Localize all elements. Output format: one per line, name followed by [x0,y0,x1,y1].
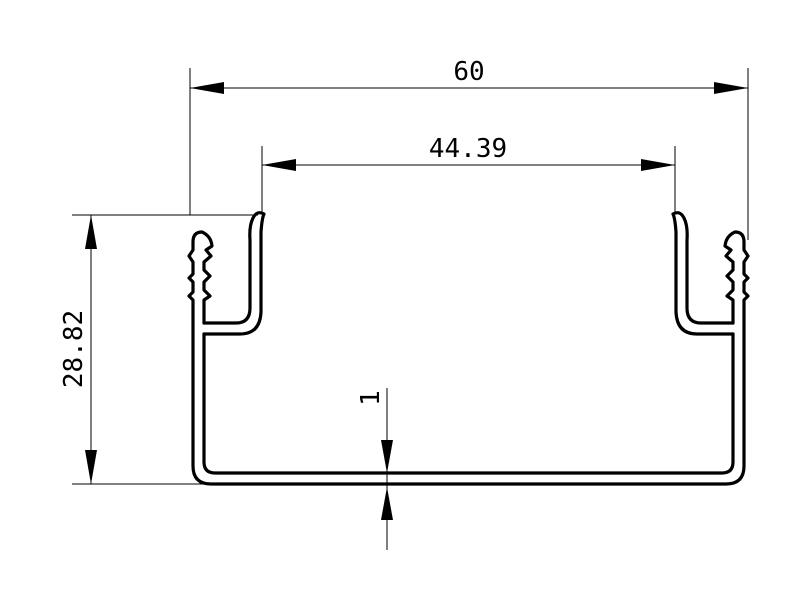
right-flange [671,211,735,336]
inner-width-dimension: 44.39 [261,134,676,213]
channel-profile [187,211,750,486]
height-dimension: 28.82 [59,214,258,485]
right-serrated-edge [723,230,750,325]
arrowhead-thickness-bottom [381,487,393,520]
arrowhead-top [85,215,97,249]
profile-outer-outline [191,310,746,486]
arrowhead-thickness-top [381,440,393,473]
left-serrated-edge [187,230,214,325]
arrowhead-inner-right [641,159,675,171]
overall-width-label: 60 [453,57,484,87]
thickness-label: 1 [356,390,386,406]
height-label: 28.82 [59,310,89,388]
thickness-dimension: 1 [356,388,393,550]
arrowhead-right [714,82,748,94]
inner-width-label: 44.39 [429,134,507,164]
left-flange [202,211,266,336]
overall-width-dimension: 60 [189,57,749,240]
arrowhead-inner-left [262,159,296,171]
arrowhead-left [190,82,224,94]
profile-inner-outline [202,332,735,475]
arrowhead-bottom [85,450,97,484]
